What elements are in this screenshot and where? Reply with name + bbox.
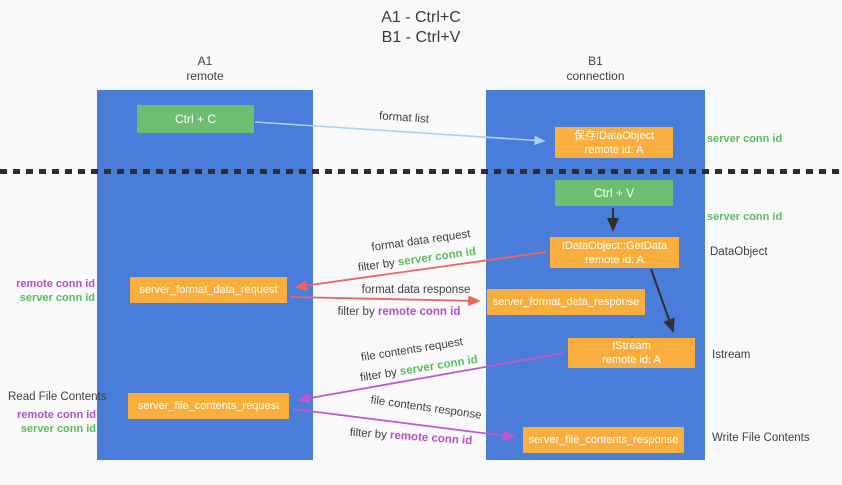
arrow-format-data-response bbox=[289, 295, 481, 307]
label-remote-conn-id: remote conn id bbox=[17, 409, 96, 421]
node-server-file-contents-request: server_file_contents_request bbox=[128, 393, 289, 419]
left-column-header: A1 remote bbox=[97, 54, 313, 84]
right-column-header: B1 connection bbox=[486, 54, 705, 84]
title-line-1: A1 - Ctrl+C bbox=[381, 9, 461, 26]
label-server-conn-id: server conn id bbox=[19, 292, 95, 304]
left-column-subtitle: remote bbox=[186, 69, 224, 83]
node-server-format-data-response: server_format_data_response bbox=[487, 289, 645, 315]
filter-by-prefix: filter by bbox=[357, 257, 396, 275]
filter-key-server-conn-id: server conn id bbox=[397, 245, 477, 269]
label-istream: Istream bbox=[712, 349, 751, 361]
dotted-separator-line bbox=[0, 169, 842, 174]
node-getdata: IDataObject::GetData remote id: A bbox=[550, 237, 679, 268]
node-istream: IStream remote id: A bbox=[568, 338, 695, 368]
filter-by-prefix: filter by bbox=[359, 366, 398, 385]
edge-label-format-data-response-filter: filter by remote conn id bbox=[338, 306, 461, 318]
label-server-conn-id-mid: server conn id bbox=[707, 211, 783, 223]
title-line-2: B1 - Ctrl+V bbox=[381, 29, 461, 46]
node-save-dataobject-line2: remote id: A bbox=[584, 143, 644, 156]
node-ctrl-v: Ctrl + V bbox=[555, 180, 673, 206]
node-server-format-data-request: server_format_data_request bbox=[130, 277, 287, 303]
file-request-conn-ids: remote conn id server conn id bbox=[0, 408, 96, 436]
label-remote-conn-id: remote conn id bbox=[16, 278, 95, 290]
edge-label-file-contents-response: file contents response bbox=[369, 394, 483, 422]
label-server-conn-id: server conn id bbox=[20, 423, 96, 435]
node-istream-line1: IStream bbox=[612, 340, 651, 352]
format-request-conn-ids: remote conn id server conn id bbox=[0, 277, 95, 305]
node-getdata-line1: IDataObject::GetData bbox=[561, 239, 668, 252]
left-column-title: A1 bbox=[197, 54, 213, 68]
filter-by-prefix: filter by bbox=[349, 426, 388, 442]
edge-label-file-contents-response-filter: filter by remote conn id bbox=[349, 427, 472, 448]
node-ctrl-c-label: Ctrl + C bbox=[174, 112, 216, 126]
node-ctrl-v-label: Ctrl + V bbox=[593, 186, 635, 200]
filter-key-remote-conn-id: remote conn id bbox=[377, 306, 461, 318]
filter-key-server-conn-id: server conn id bbox=[399, 353, 479, 378]
node-getdata-line2: remote id: A bbox=[585, 253, 644, 266]
label-read-file-contents: Read File Contents bbox=[8, 391, 107, 403]
node-istream-line2: remote id: A bbox=[602, 354, 661, 366]
node-ctrl-c: Ctrl + C bbox=[137, 105, 254, 133]
node-server-format-data-request-label: server_format_data_request bbox=[139, 284, 278, 296]
edge-label-format-data-response: format data response bbox=[361, 284, 471, 296]
page-title: A1 - Ctrl+C B1 - Ctrl+V bbox=[0, 8, 842, 48]
node-server-file-contents-response: server_file_contents_response bbox=[523, 427, 684, 453]
label-server-conn-id-top: server conn id bbox=[707, 133, 783, 145]
edge-label-format-list: format list bbox=[378, 110, 430, 126]
right-column-subtitle: connection bbox=[566, 69, 625, 83]
node-save-dataobject: 保存IDataObject remote id: A bbox=[555, 127, 673, 158]
node-save-dataobject-line1: 保存IDataObject bbox=[573, 129, 655, 142]
filter-key-remote-conn-id: remote conn id bbox=[389, 429, 473, 448]
filter-by-prefix: filter by bbox=[337, 306, 375, 318]
right-column-title: B1 bbox=[588, 54, 603, 68]
node-server-file-contents-response-label: server_file_contents_response bbox=[528, 434, 679, 446]
node-server-file-contents-request-label: server_file_contents_request bbox=[137, 400, 280, 412]
node-server-format-data-response-label: server_format_data_response bbox=[492, 296, 640, 308]
label-dataobject: DataObject bbox=[710, 246, 768, 258]
label-write-file-contents: Write File Contents bbox=[712, 432, 810, 444]
